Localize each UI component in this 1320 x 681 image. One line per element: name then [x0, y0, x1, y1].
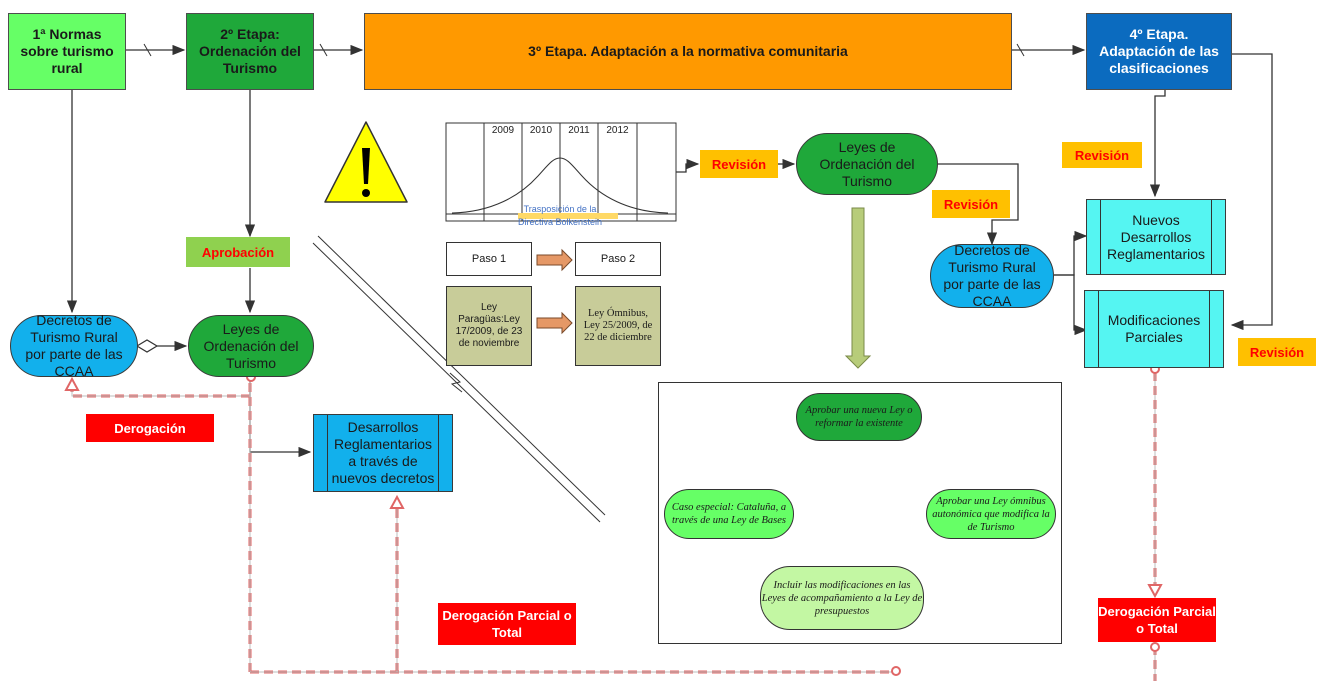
aprobacion-label: Aprobación — [201, 244, 275, 260]
desarrollos-label: Desarrollos Reglamentarios a través de n… — [331, 419, 435, 486]
timeline-year-2: 2010 — [529, 125, 553, 136]
arrow-leyes-desarrollos — [249, 378, 312, 458]
leyes-left-label: Leyes de Ordenación del Turismo — [203, 320, 299, 371]
derogation-origin-dot — [891, 666, 901, 676]
decretos-right-label: Decretos de Turismo Rural por parte de l… — [943, 242, 1041, 309]
derogacion-label: Derogación — [114, 420, 186, 436]
revision-right-a-label: Revisión — [1074, 147, 1130, 163]
separator-diagonal — [317, 235, 606, 516]
stage-3-box: 3º Etapa. Adaptación a la normativa comu… — [364, 13, 1012, 90]
stage-2-label: 2º Etapa: Ordenación del Turismo — [199, 26, 301, 76]
break-mark — [319, 43, 328, 57]
nuevos-label: Nuevos Desarrollos Reglamentarios — [1106, 211, 1206, 262]
paso-2-box: Paso 2 — [575, 242, 661, 276]
ley-paraguas-box: Ley Paragüas:Ley 17/2009, de 23 de novie… — [446, 286, 532, 366]
aprobacion-tag: Aprobación — [186, 237, 290, 267]
revision-middle-label: Revisión — [711, 156, 767, 172]
stage-4-label: 4º Etapa. Adaptación de las clasificacio… — [1099, 26, 1219, 76]
option-bottom-label: Incluir las modificaciones en las Leyes … — [761, 579, 923, 617]
derogacion-parcial-left-tag: Derogación Parcial o Total — [438, 603, 576, 645]
derogation-arrowhead — [1147, 584, 1163, 599]
paso-2-label: Paso 2 — [600, 253, 636, 265]
timeline-caption-1: Trasposición de la — [523, 204, 597, 214]
decretos-right-pill: Decretos de Turismo Rural por parte de l… — [930, 242, 1054, 309]
leyes-left-pill: Leyes de Ordenación del Turismo — [188, 315, 314, 377]
decretos-left-pill: Decretos de Turismo Rural por parte de l… — [10, 312, 138, 379]
stage-1-box: 1ª Normas sobre turismo rural — [8, 13, 126, 90]
derogacion-parcial-right-tag: Derogación Parcial o Total — [1098, 598, 1216, 642]
arrow-decretos-nuevos — [1054, 230, 1088, 276]
ley-arrow — [536, 311, 573, 335]
arrow-leyes-decretos — [938, 163, 1019, 246]
stage-3-label: 3º Etapa. Adaptación a la normativa comu… — [528, 43, 848, 59]
derogacion-tag: Derogación — [86, 414, 214, 442]
break-mark — [143, 43, 152, 57]
timeline-highlight — [518, 213, 618, 219]
aggregation-diamond — [135, 339, 159, 353]
stage-4-box: 4º Etapa. Adaptación de las clasificacio… — [1086, 13, 1232, 90]
timeline-year-1: 2009 — [491, 125, 515, 136]
arrow-decretos-modificaciones — [1054, 274, 1088, 336]
derogation-arrowhead — [389, 494, 405, 509]
revision-right-c-label: Revisión — [1249, 344, 1305, 360]
stage-2-box: 2º Etapa: Ordenación del Turismo — [186, 13, 314, 90]
modificaciones-box: Modificaciones Parciales — [1084, 290, 1224, 368]
option-left-pill: Caso especial: Cataluña, a través de una… — [664, 489, 794, 539]
timeline-caption-2: Directiva Bolkenstein — [517, 217, 603, 227]
decretos-left-label: Decretos de Turismo Rural por parte de l… — [25, 312, 123, 379]
timeline-year-3: 2011 — [568, 125, 590, 136]
revision-middle-tag: Revisión — [700, 150, 778, 178]
break-mark — [1016, 43, 1025, 57]
paso-arrow — [536, 248, 573, 272]
arrow-s4-modificaciones — [1230, 53, 1273, 331]
derogacion-parcial-left-label: Derogación Parcial o Total — [442, 608, 572, 640]
revision-right-b-tag: Revisión — [932, 190, 1010, 218]
bell-curve — [451, 157, 669, 214]
option-left-label: Caso especial: Cataluña, a través de una… — [671, 502, 787, 526]
leyes-middle-label: Leyes de Ordenación del Turismo — [819, 138, 915, 189]
revision-right-c-tag: Revisión — [1238, 338, 1316, 366]
option-top-label: Aprobar una nueva Ley o reformar la exis… — [805, 405, 913, 429]
derogacion-parcial-right-label: Derogación Parcial o Total — [1098, 604, 1216, 636]
revision-right-b-label: Revisión — [943, 196, 999, 212]
nuevos-box: Nuevos Desarrollos Reglamentarios — [1086, 199, 1226, 275]
warning-icon — [324, 121, 408, 203]
ley-omnibus-box: Ley Ómnibus, Ley 25/2009, de 22 de dicie… — [575, 286, 661, 366]
timeline-year-4: 2012 — [606, 125, 629, 136]
separator-break — [449, 372, 463, 393]
desarrollos-box: Desarrollos Reglamentarios a través de n… — [313, 414, 453, 492]
arrow-timeline-revision — [676, 158, 700, 173]
option-right-pill: Aprobar una Ley ómnibus autonómica que m… — [926, 489, 1056, 539]
option-bottom-pill: Incluir las modificaciones en las Leyes … — [760, 566, 924, 630]
paso-1-label: Paso 1 — [471, 253, 507, 265]
stage-1-label: 1ª Normas sobre turismo rural — [20, 26, 114, 76]
derogation-arrowhead — [64, 376, 80, 391]
arrow-s4-nuevos — [1149, 90, 1166, 198]
derogation-origin-dot — [1150, 642, 1160, 652]
timeline-chart — [445, 122, 677, 222]
ley-paraguas-label: Ley Paragüas:Ley 17/2009, de 23 de novie… — [455, 302, 523, 349]
revision-right-a-tag: Revisión — [1062, 142, 1142, 168]
option-top-pill: Aprobar una nueva Ley o reformar la exis… — [796, 393, 922, 441]
leyes-middle-pill: Leyes de Ordenación del Turismo — [796, 133, 938, 195]
modificaciones-label: Modificaciones Parciales — [1107, 312, 1201, 345]
ley-omnibus-label: Ley Ómnibus, Ley 25/2009, de 22 de dicie… — [583, 308, 653, 343]
paso-1-box: Paso 1 — [446, 242, 532, 276]
option-right-label: Aprobar una Ley ómnibus autonómica que m… — [932, 495, 1050, 533]
down-arrow — [844, 207, 872, 369]
